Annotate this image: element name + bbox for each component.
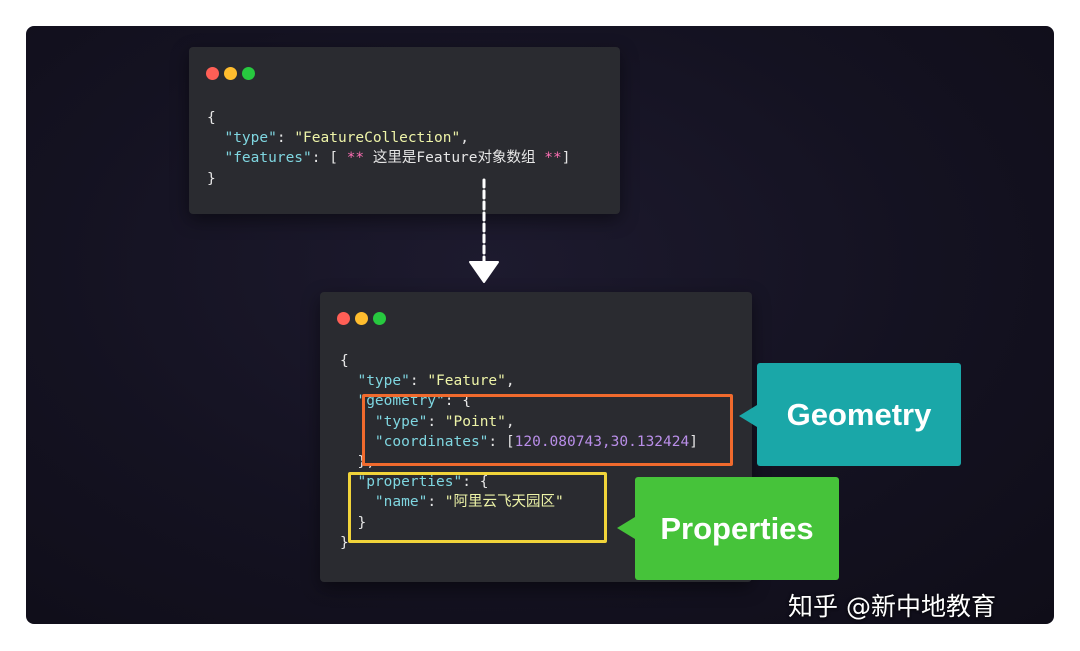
code-token-value: "阿里云飞天园区" [444,494,564,511]
properties-callout: Properties [635,477,839,580]
code-token-sep: : [444,393,463,410]
code-token-marker-open: ** [346,150,365,167]
code-token-key: "coordinates" [374,433,489,450]
code-token-end: ] [689,433,698,450]
code-token-key: "properties" [357,474,463,491]
code-token-text: { [340,353,349,369]
watermark: 知乎 @新中地教育 [788,592,996,621]
code-token-key: "type" [224,130,277,147]
code-token-end: , [460,130,469,147]
code-token-end: } [357,514,367,531]
code-line: "type": "Feature", [340,373,515,390]
code-token-end: , [505,373,515,390]
window-controls [206,65,260,80]
code-line: { [207,110,216,126]
code-line: }, [340,454,375,471]
code-token-indent [207,130,224,146]
code-token-sep: : [ [488,433,515,450]
code-token-sep: : [427,413,445,430]
down-arrow-icon [469,178,499,283]
code-line: "geometry": { [340,393,471,409]
code-line: { [340,353,349,369]
code-line: } [207,171,216,187]
code-line: } [340,515,366,531]
code-token-value: "Feature" [427,373,506,390]
window-controls [337,310,391,325]
properties-callout-label: Properties [660,510,814,546]
code-line: "features": [ ** 这里是Feature对象数组 **] [207,150,570,166]
code-token-comment: 这里是Feature对象数组 [364,150,545,167]
minimize-dot-icon [224,67,237,80]
code-token-key: "type" [374,413,428,430]
code-token-value: "Point" [444,413,506,430]
maximize-dot-icon [242,67,255,80]
code-token-sep: : [409,373,428,390]
code-line: "properties": { [340,474,488,490]
feature-window: { "type": "Feature", "geometry": { "type… [320,292,752,582]
geometry-callout-label: Geometry [786,396,932,432]
code-token-sep: : [427,494,445,511]
properties-highlight-box [348,472,607,543]
code-token-key: "name" [374,494,428,511]
code-token-indent [340,373,357,389]
code-line: "coordinates": [120.080743,30.132424] [340,434,698,450]
diagram-canvas: { "type": "FeatureCollection", "features… [26,26,1054,624]
code-token-end: { [462,393,471,410]
code-token-marker-close: ** [544,150,562,167]
code-line: "name": "阿里云飞天园区" [340,494,564,510]
maximize-dot-icon [373,312,386,325]
code-token-indent [340,393,357,409]
code-token-key: "features" [224,150,312,167]
code-line: } [340,535,349,551]
properties-callout-pointer [617,517,635,539]
code-line: "type": "FeatureCollection", [207,130,469,147]
code-token-number: 120.080743,30.132424 [514,433,690,450]
code-token-indent [340,454,357,470]
feature-code: { "type": "Feature", "geometry": { "type… [340,351,698,553]
feature-collection-code: { "type": "FeatureCollection", "features… [207,108,570,189]
geometry-highlight-box [362,394,733,466]
code-token-key: "type" [357,373,410,390]
geometry-callout: Geometry [757,363,961,466]
close-dot-icon [337,312,350,325]
code-token-key: "geometry" [357,393,445,410]
code-token-text: { [207,110,216,126]
code-token-sep: : [ [311,150,347,167]
code-token-indent [207,150,224,166]
code-token-end: , [505,413,515,430]
code-token-end: }, [357,454,375,471]
code-token-sep: : [276,130,295,147]
close-dot-icon [206,67,219,80]
code-token-text: } [340,534,349,551]
code-token-sep: : [462,474,480,491]
minimize-dot-icon [355,312,368,325]
code-token-end: ] [561,150,571,167]
code-line: "type": "Point", [340,414,515,430]
code-token-value: "FeatureCollection" [294,130,461,147]
feature-collection-window: { "type": "FeatureCollection", "features… [189,47,620,214]
geometry-callout-pointer [739,405,757,427]
code-token-end: { [479,474,489,491]
code-token-text: } [207,170,216,187]
